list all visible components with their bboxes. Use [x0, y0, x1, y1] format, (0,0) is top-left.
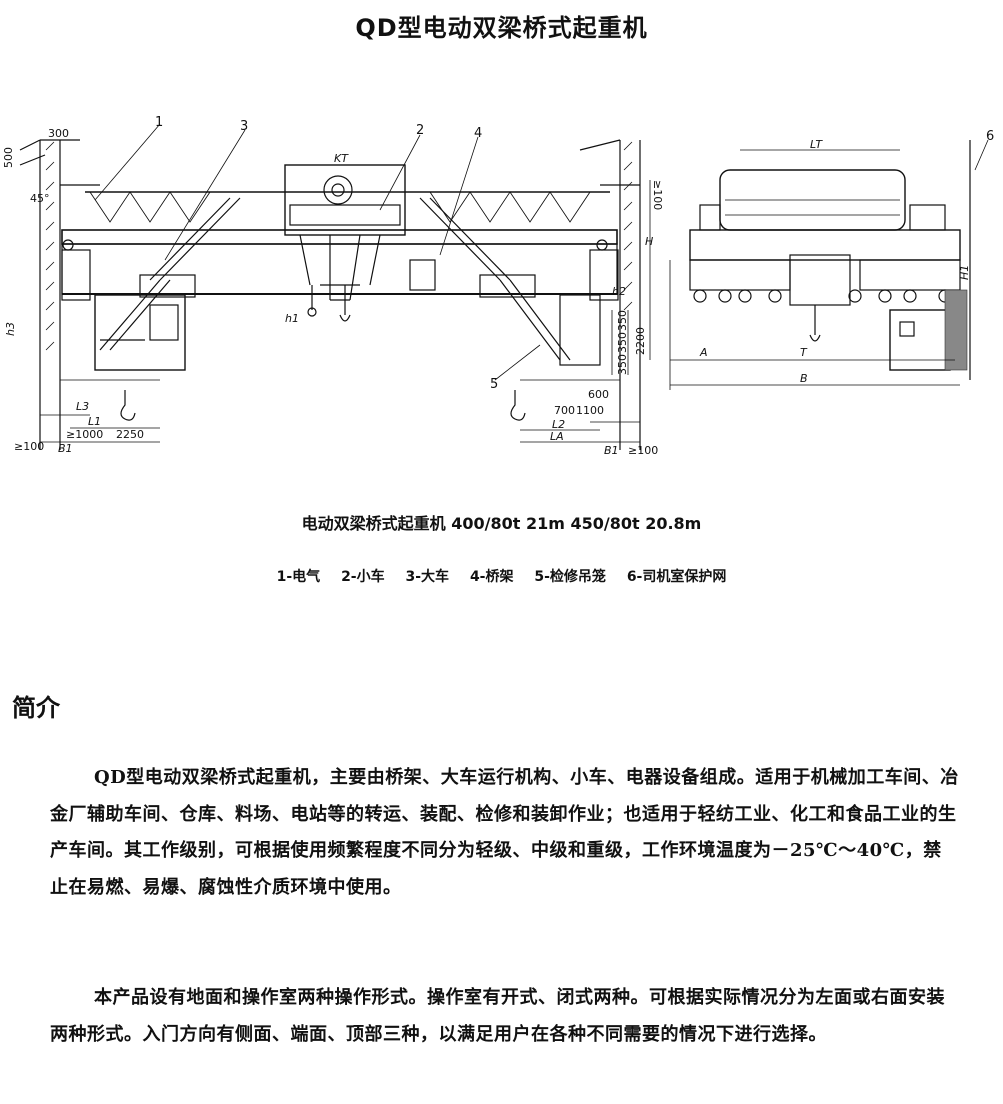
legend-item-5: 5-检修吊笼	[534, 569, 606, 585]
callout-4: 4	[474, 126, 482, 141]
dim-350-c: 350	[616, 310, 629, 331]
dim-angle-45: 45°	[30, 192, 50, 205]
dim-300: 300	[48, 127, 69, 140]
dim-350-a: 350	[616, 354, 629, 375]
dim-500: 500	[2, 147, 15, 168]
callout-5: 5	[490, 377, 498, 392]
callout-2: 2	[416, 123, 424, 138]
callout-6: 6	[986, 129, 994, 144]
section-title: 简介	[12, 694, 60, 722]
dim-L1: L1	[88, 415, 101, 428]
dim-lt: LT	[810, 138, 823, 151]
dim-L2: L2	[552, 418, 565, 431]
dim-2200: 2200	[634, 327, 647, 355]
dim-T: T	[800, 346, 808, 359]
dim-L3: L3	[76, 400, 89, 413]
dim-h3: h3	[4, 322, 17, 336]
page-title: QD型电动双梁桥式起重机	[355, 14, 648, 42]
dim-600: 600	[588, 388, 609, 401]
dim-2250: 2250	[116, 428, 144, 441]
dim-ge100-left: ≥100	[14, 440, 44, 453]
dim-700: 700	[554, 404, 575, 417]
intro-paragraph-2: 本产品设有地面和操作室两种操作形式。操作室有开式、闭式两种。可根据实际情况分为左…	[50, 987, 945, 1045]
dim-H: H	[645, 235, 653, 248]
crane-drawing: 300 500 45° 1 3 2 4 5 6 KT LT ≥100 H h1 …	[2, 115, 994, 457]
dim-B1-right: B1	[604, 444, 619, 457]
dim-B: B	[800, 372, 808, 385]
dim-h2: h2	[612, 285, 626, 298]
legend-item-6: 6-司机室保护网	[626, 569, 727, 585]
dim-kt: KT	[334, 152, 349, 165]
legend-item-1: 1-电气	[276, 569, 321, 585]
callout-3: 3	[240, 119, 248, 134]
figure-legend: 1-电气 2-小车 3-大车 4-桥架 5-检修吊笼 6-司机室保护网	[0, 566, 1003, 586]
dim-1000: ≥1000	[66, 428, 103, 441]
dim-h1: h1	[285, 312, 299, 325]
dim-LA: LA	[550, 430, 564, 443]
dim-A: A	[699, 346, 708, 359]
legend-item-4: 4-桥架	[469, 569, 514, 585]
dim-1100: 1100	[576, 404, 604, 417]
legend-item-2: 2-小车	[341, 569, 385, 585]
figure-caption: 电动双梁桥式起重机 400/80t 21m 450/80t 20.8m	[301, 514, 702, 533]
callout-1: 1	[155, 115, 163, 130]
dim-H1: H1	[958, 265, 971, 280]
intro-paragraph-1: QD型电动双梁桥式起重机，主要由桥架、大车运行机构、小车、电器设备组成。适用于机…	[50, 767, 959, 898]
legend-item-3: 3-大车	[405, 569, 450, 585]
dim-ge100-top: ≥100	[651, 180, 664, 210]
dim-350-b: 350	[616, 332, 629, 353]
dim-B1-left: B1	[58, 442, 73, 455]
dim-ge100-right: ≥100	[628, 444, 658, 457]
